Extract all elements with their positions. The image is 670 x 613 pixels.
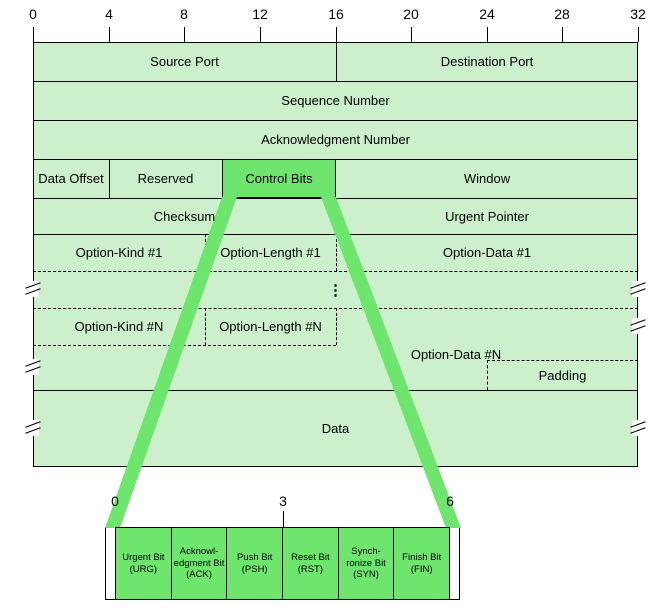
- bit-ruler-tick: [33, 27, 34, 42]
- field-sequence-number: Sequence Number: [281, 93, 390, 108]
- bit-ruler-tick: [336, 27, 337, 42]
- flag-psh: Push Bit (PSH): [226, 527, 284, 600]
- bit-ruler-tick: [184, 27, 185, 42]
- options-ellipsis: ⋮: [328, 281, 343, 299]
- padding-top-border: [487, 360, 638, 361]
- break-mark: [632, 281, 644, 297]
- bit-ruler-tick: [638, 27, 639, 42]
- field-destination-port: Destination Port: [440, 54, 534, 69]
- field-option-data-1: Option-Data #1: [442, 245, 532, 260]
- bit-ruler-label: 24: [479, 6, 495, 22]
- control-bits-cell: [222, 159, 336, 198]
- field-option-length-n: Option-Length #N: [219, 319, 322, 334]
- bit-ruler-label: 12: [252, 6, 268, 22]
- break-mark: [632, 420, 644, 436]
- break-mark: [632, 318, 644, 334]
- row-separator-dashed: [33, 345, 336, 346]
- column-separator: [109, 159, 110, 198]
- bit-ruler-tick: [109, 27, 110, 42]
- field-acknowledgment-number: Acknowledgment Number: [261, 132, 410, 147]
- bit-ruler-label: 16: [328, 6, 344, 22]
- break-mark: [27, 281, 39, 297]
- field-option-kind-1: Option-Kind #1: [75, 245, 163, 260]
- field-padding: Padding: [538, 367, 587, 383]
- field-reserved: Reserved: [137, 171, 194, 186]
- bit-ruler-label: 4: [105, 6, 113, 22]
- flag-urg: Urgent Bit (URG): [115, 527, 172, 600]
- detail-ruler-label: 3: [279, 493, 287, 509]
- bit-ruler-tick: [260, 27, 261, 42]
- detail-ruler-tick: [450, 511, 451, 527]
- bit-ruler-tick: [562, 27, 563, 42]
- field-data: Data: [321, 421, 350, 436]
- field-source-port: Source Port: [150, 54, 219, 69]
- field-option-length-1: Option-Length #1: [220, 245, 321, 260]
- bit-ruler-label: 8: [180, 6, 188, 22]
- detail-ruler-label: 0: [111, 493, 119, 509]
- bit-ruler-label: 20: [403, 6, 419, 22]
- bit-ruler-label: 32: [630, 6, 646, 22]
- field-checksum: Checksum: [153, 208, 216, 224]
- field-option-kind-n: Option-Kind #N: [74, 319, 164, 334]
- column-separator: [336, 42, 337, 81]
- flag-fin: Finish Bit (FIN): [393, 527, 451, 600]
- padding-left-border: [487, 360, 488, 390]
- column-separator-dashed: [336, 308, 337, 345]
- detail-ruler-label: 6: [446, 493, 454, 509]
- break-mark: [27, 359, 39, 375]
- control-bits-detail-cells: Urgent Bit (URG) Acknowl-edgment Bit (AC…: [115, 527, 451, 600]
- bit-ruler-label: 28: [554, 6, 570, 22]
- field-window: Window: [463, 171, 511, 186]
- flag-rst: Reset Bit (RST): [282, 527, 339, 600]
- detail-ruler-tick: [115, 511, 116, 527]
- field-urgent-pointer: Urgent Pointer: [445, 208, 529, 224]
- break-mark: [27, 420, 39, 436]
- bit-ruler-tick: [487, 27, 488, 42]
- field-control-bits: Control Bits: [245, 171, 313, 186]
- bit-ruler-label: 0: [29, 6, 37, 22]
- row-separator: [33, 120, 638, 121]
- bit-ruler-tick: [411, 27, 412, 42]
- flag-syn: Synch-ronize Bit (SYN): [337, 527, 395, 600]
- flag-ack: Acknowl-edgment Bit (ACK): [170, 527, 228, 600]
- row-separator: [33, 81, 638, 82]
- detail-ruler-tick: [283, 511, 284, 527]
- field-data-offset: Data Offset: [38, 171, 104, 186]
